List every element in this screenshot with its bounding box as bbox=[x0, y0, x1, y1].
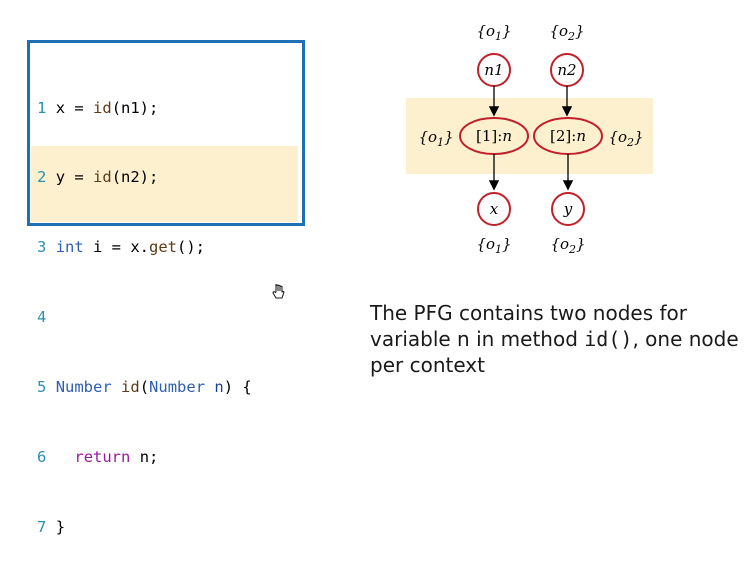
code-line-7: 7 } bbox=[37, 516, 252, 539]
pts-x: {o1} bbox=[476, 235, 511, 256]
code-text: } bbox=[55, 517, 66, 536]
explanation-caption: The PFG contains two nodes for variable … bbox=[370, 300, 740, 378]
line-number: 1 bbox=[37, 98, 47, 117]
line-number: 6 bbox=[37, 448, 47, 467]
caption-method: id() bbox=[584, 327, 633, 351]
pfg-diagram: {o1} {o2} n1 n2 [1]:n [2]:n {o1} {o2} x … bbox=[406, 22, 653, 256]
line-number: 7 bbox=[37, 517, 47, 536]
code-line-5: 5 Number id(Number n) { bbox=[37, 376, 252, 399]
line-number: 2 bbox=[37, 168, 47, 187]
code-line-2: 2 y = id(n2); bbox=[37, 166, 252, 189]
code-text: Number id(Number n) { bbox=[55, 378, 252, 397]
caption-text-1: The PFG contains two nodes for variable … bbox=[370, 301, 687, 351]
svg-text:y: y bbox=[563, 200, 573, 218]
line-number: 4 bbox=[37, 308, 47, 327]
svg-text:n2: n2 bbox=[557, 61, 576, 79]
pts-n2: {o2} bbox=[549, 22, 584, 43]
pts-y: {o2} bbox=[550, 235, 585, 256]
context-band bbox=[406, 98, 653, 174]
line-number: 3 bbox=[37, 238, 47, 257]
node-x: x bbox=[477, 192, 511, 226]
method-highlight bbox=[31, 146, 298, 222]
code-line-6: 6 return n; bbox=[37, 446, 252, 469]
code-listing: 1 x = id(n1); 2 y = id(n2); 3 int i = x.… bbox=[37, 50, 252, 563]
code-line-4: 4 bbox=[37, 306, 252, 329]
svg-text:[2]:n: [2]:n bbox=[550, 127, 586, 145]
code-text: y = id(n2); bbox=[55, 168, 159, 187]
code-text: x = id(n1); bbox=[55, 98, 159, 117]
svg-text:[1]:n: [1]:n bbox=[476, 127, 512, 145]
code-line-3: 3 int i = x.get(); bbox=[37, 236, 252, 259]
pts-ctx1: {o1} bbox=[418, 128, 453, 149]
code-text: return n; bbox=[74, 448, 159, 467]
svg-text:x: x bbox=[490, 200, 499, 218]
caption-text-2: , one node per context bbox=[370, 327, 739, 377]
node-ctx2-n: [2]:n bbox=[533, 117, 603, 155]
line-number: 5 bbox=[37, 378, 47, 397]
node-ctx1-n: [1]:n bbox=[459, 117, 529, 155]
pts-ctx2: {o2} bbox=[608, 128, 643, 149]
pts-n1: {o1} bbox=[476, 22, 511, 43]
node-y: y bbox=[551, 192, 585, 226]
code-text: int i = x.get(); bbox=[55, 238, 206, 257]
node-n1: n1 bbox=[477, 53, 511, 87]
code-line-1: 1 x = id(n1); bbox=[37, 97, 252, 120]
node-n2: n2 bbox=[550, 53, 584, 87]
svg-text:n1: n1 bbox=[484, 61, 503, 79]
hand-cursor-icon bbox=[272, 284, 285, 299]
